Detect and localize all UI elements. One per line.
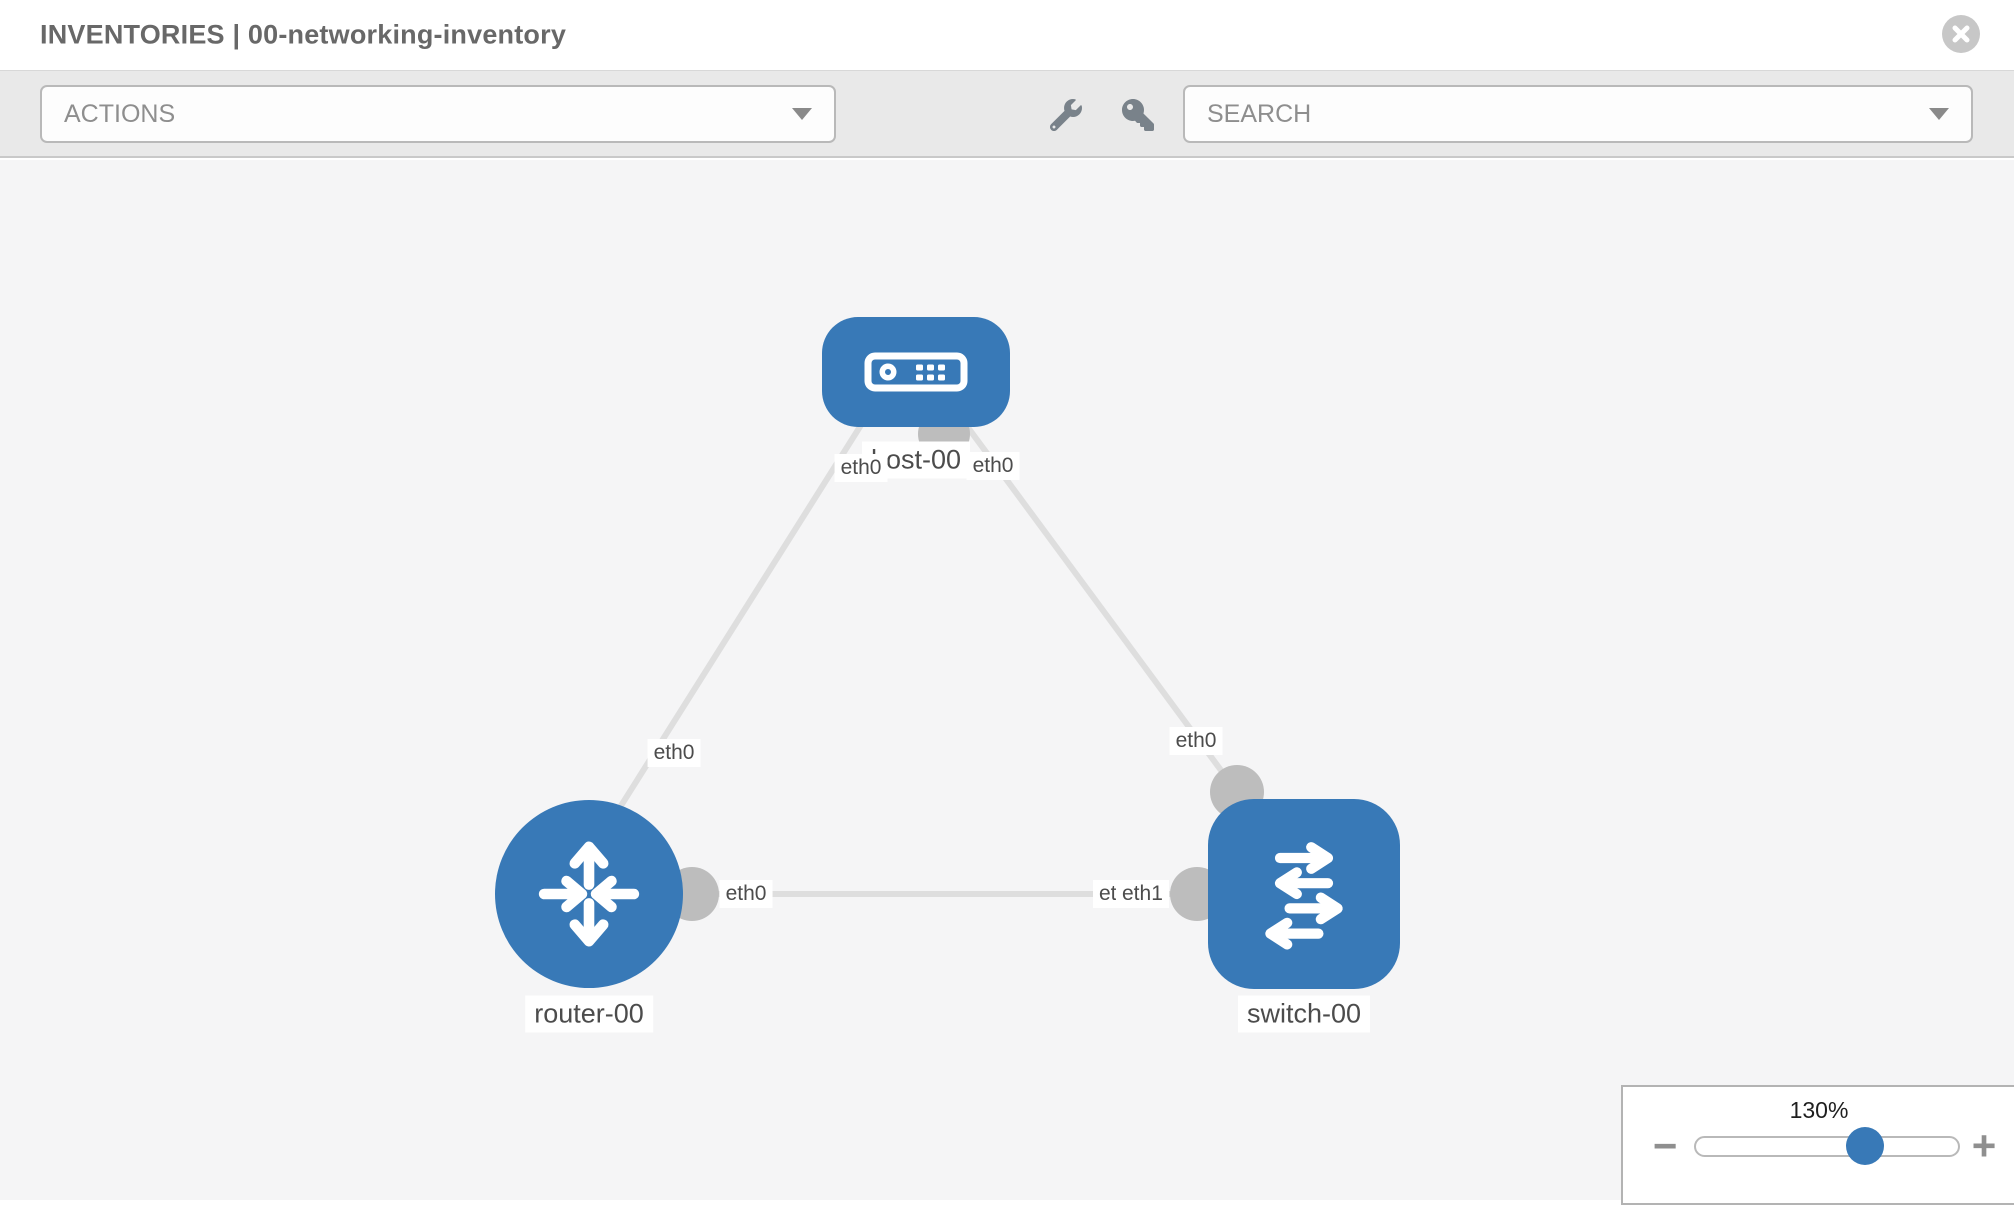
search-dropdown[interactable]: SEARCH [1183,85,1973,143]
host-icon [864,352,968,392]
node-switch-00[interactable] [1208,799,1400,989]
node-label-switch: switch-00 [1237,995,1371,1033]
zoom-slider-thumb[interactable] [1846,1127,1884,1165]
chevron-down-icon [1929,108,1949,120]
toolbar: ACTIONS SEARCH [0,70,2014,158]
actions-dropdown-label: ACTIONS [64,99,176,128]
page-header: INVENTORIES | 00-networking-inventory [0,0,2014,70]
close-button[interactable] [1942,15,1980,53]
zoom-out-button[interactable]: − [1652,1122,1678,1169]
credentials-button[interactable] [1120,97,1156,133]
iface-label-host-left: eth0 [834,454,888,482]
zoom-control-panel: 130% − + [1621,1085,2014,1205]
actions-dropdown[interactable]: ACTIONS [40,85,836,143]
topology-canvas[interactable]: host-00 router-00 switch-00 eth0 eth0 et… [0,160,2014,1205]
node-label-host: host-00 [861,441,971,479]
zoom-level-label: 130% [1789,1097,1849,1123]
configure-button[interactable] [1048,97,1084,133]
zoom-in-button[interactable]: + [1971,1122,1997,1169]
chevron-down-icon [792,108,812,120]
close-icon [1952,25,1970,43]
node-host-00[interactable] [822,317,1010,427]
node-label-router: router-00 [525,995,653,1033]
node-router-00[interactable] [495,800,683,988]
topology-links [609,412,1240,897]
iface-label-switch-side-eth1: eth1 [1116,880,1169,908]
page-title: INVENTORIES | 00-networking-inventory [40,19,567,50]
iface-label-host-switch-mid: eth0 [1169,727,1223,755]
zoom-slider[interactable] [1694,1136,1960,1157]
key-icon [1122,99,1154,131]
switch-icon [1265,842,1343,950]
iface-label-host-right: eth0 [966,452,1020,480]
search-dropdown-label: SEARCH [1207,99,1312,128]
wrench-icon [1050,99,1082,131]
router-icon [538,841,640,947]
iface-label-host-router-mid: eth0 [647,739,701,767]
iface-label-router-side: eth0 [719,880,773,908]
